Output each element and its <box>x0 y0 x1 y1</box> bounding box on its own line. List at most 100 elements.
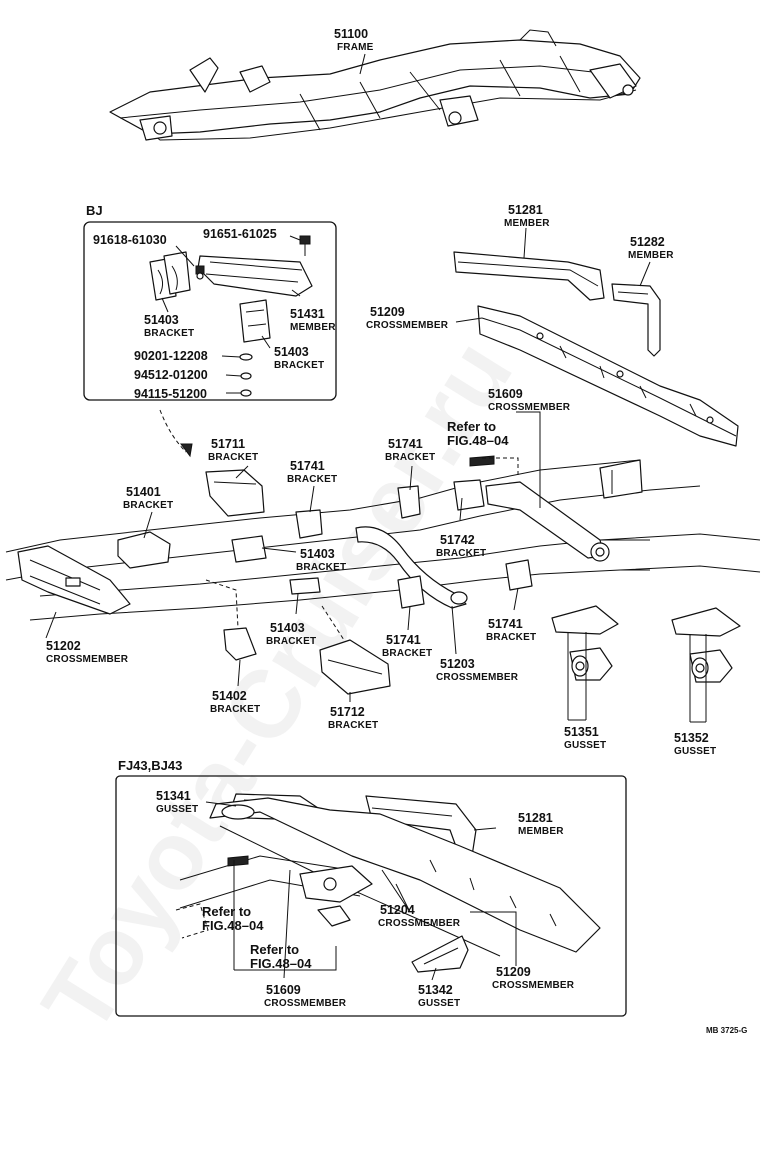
frame-51100-illustration[interactable] <box>109 29 641 141</box>
label-51282-name: MEMBER <box>628 250 674 261</box>
label-51401-num: 51401 <box>126 485 161 499</box>
label-51342-num: 51342 <box>418 983 453 997</box>
label-51342-name: GUSSET <box>418 998 460 1009</box>
crossmember-51204-illustration[interactable] <box>317 905 351 927</box>
label-51282-num: 51282 <box>630 235 665 249</box>
inset-arrowhead <box>180 443 193 458</box>
gusset-51342-illustration[interactable] <box>411 935 469 973</box>
label-51352-name: GUSSET <box>674 746 716 757</box>
label-51741-d-name: BRACKET <box>486 632 536 643</box>
label-91618-num: 91618-61030 <box>93 233 167 247</box>
label-51281-bot-num: 51281 <box>518 811 553 825</box>
label-51741-c-name: BRACKET <box>382 648 432 659</box>
label-51281-bot-name: MEMBER <box>518 826 564 837</box>
label-51209-top-name: CROSSMEMBER <box>366 320 449 331</box>
label-51712-num: 51712 <box>330 705 365 719</box>
label-51431-num: 51431 <box>290 307 325 321</box>
fj43-inset-box <box>115 775 627 1017</box>
bracket-51403-bj-illustration[interactable] <box>149 251 191 301</box>
label-51402-num: 51402 <box>212 689 247 703</box>
label-51741-a-name: BRACKET <box>287 474 337 485</box>
crossmember-51209-top-illustration[interactable] <box>477 305 739 447</box>
label-51431-name: MEMBER <box>290 322 336 333</box>
label-51609-top-num: 51609 <box>488 387 523 401</box>
section-fj43-bj43: FJ43,BJ43 <box>118 758 182 773</box>
ref-bot1-line1: Refer to <box>202 904 251 919</box>
label-51100-name: FRAME <box>337 42 374 53</box>
ref-bot2-line2: FIG.48–04 <box>250 956 312 971</box>
label-51351-num: 51351 <box>564 725 599 739</box>
label-51401-name: BRACKET <box>123 500 173 511</box>
label-51742-name: BRACKET <box>436 548 486 559</box>
gusset-51351-illustration[interactable] <box>551 605 619 681</box>
label-91651-num: 91651-61025 <box>203 227 277 241</box>
bolt-91618-illustration[interactable] <box>195 265 205 280</box>
bracket-51741-c-illustration[interactable] <box>397 575 425 609</box>
label-51609-top-name: CROSSMEMBER <box>488 402 571 413</box>
label-51402-name: BRACKET <box>210 704 260 715</box>
gusset-51352-illustration[interactable] <box>671 607 741 683</box>
label-51352-num: 51352 <box>674 731 709 745</box>
label-51209-bot-name: CROSSMEMBER <box>492 980 575 991</box>
label-51204-name: CROSSMEMBER <box>378 918 461 929</box>
label-51609-bot-name: CROSSMEMBER <box>264 998 347 1009</box>
bracket-51401-illustration[interactable] <box>117 531 171 569</box>
label-51712-name: BRACKET <box>328 720 378 731</box>
fj43-dashed-outline <box>175 903 209 939</box>
label-51741-d-num: 51741 <box>488 617 523 631</box>
bracket-51712-illustration[interactable] <box>319 605 391 695</box>
ref-top-line2: FIG.48–04 <box>447 433 509 448</box>
label-51403-mid-num: 51403 <box>300 547 335 561</box>
label-51741-c-num: 51741 <box>386 633 421 647</box>
label-51203-num: 51203 <box>440 657 475 671</box>
label-51202-num: 51202 <box>46 639 81 653</box>
label-51403-bj2-name: BRACKET <box>274 360 324 371</box>
member-51281-top-illustration[interactable] <box>453 251 605 301</box>
label-51209-top-num: 51209 <box>370 305 405 319</box>
fj43-bolt-illustration[interactable] <box>227 855 249 867</box>
labels: 51100 FRAME BJ 91618-61030 91651-61025 5… <box>46 27 747 1035</box>
bracket-51402-illustration[interactable] <box>205 579 257 661</box>
ref-bot1-line2: FIG.48–04 <box>202 918 264 933</box>
label-51403-mid-name: BRACKET <box>296 562 346 573</box>
label-51711-num: 51711 <box>211 437 245 451</box>
bolt-91651-illustration[interactable] <box>299 235 311 256</box>
label-51403-bj2-num: 51403 <box>274 345 309 359</box>
label-51203-name: CROSSMEMBER <box>436 672 519 683</box>
bracket-51403-bj2-illustration[interactable] <box>239 299 271 343</box>
bracket-51741-a-illustration[interactable] <box>295 509 323 539</box>
bracket-51741-d-illustration[interactable] <box>505 559 533 591</box>
label-51711-name: BRACKET <box>208 452 258 463</box>
fj43-leaders <box>205 801 517 981</box>
section-bj: BJ <box>86 203 103 218</box>
main-chassis-illustration[interactable] <box>5 459 761 621</box>
fj43-frame-illustration[interactable] <box>179 797 601 957</box>
bj-leaders <box>161 235 301 394</box>
label-90201-num: 90201-12208 <box>134 349 208 363</box>
figure-code: MB 3725-G <box>706 1026 747 1035</box>
label-51403-low-num: 51403 <box>270 621 305 635</box>
label-51741-b-num: 51741 <box>388 437 423 451</box>
inset-arrow <box>159 409 187 453</box>
bracket-51403-low-illustration[interactable] <box>289 577 321 595</box>
top-right-leaders <box>455 227 651 323</box>
label-94115-num: 94115-51200 <box>134 387 207 401</box>
label-51403-low-name: BRACKET <box>266 636 316 647</box>
label-51741-b-name: BRACKET <box>385 452 435 463</box>
label-51741-a-num: 51741 <box>290 459 325 473</box>
label-51403-bj-num: 51403 <box>144 313 179 327</box>
ref-top-line1: Refer to <box>447 419 496 434</box>
bracket-51403-mid-illustration[interactable] <box>231 535 267 563</box>
leader-51100 <box>359 53 366 75</box>
label-51281-top-num: 51281 <box>508 203 543 217</box>
bracket-51741-b-illustration[interactable] <box>397 485 421 519</box>
member-51282-illustration[interactable] <box>611 283 661 357</box>
label-51742-num: 51742 <box>440 533 475 547</box>
member-51431-illustration[interactable] <box>197 255 313 297</box>
label-51281-top-name: MEMBER <box>504 218 550 229</box>
label-94512-num: 94512-01200 <box>134 368 208 382</box>
bracket-51711-illustration[interactable] <box>205 469 265 517</box>
nut-washers-illustration[interactable] <box>239 353 253 397</box>
label-51202-name: CROSSMEMBER <box>46 654 129 665</box>
